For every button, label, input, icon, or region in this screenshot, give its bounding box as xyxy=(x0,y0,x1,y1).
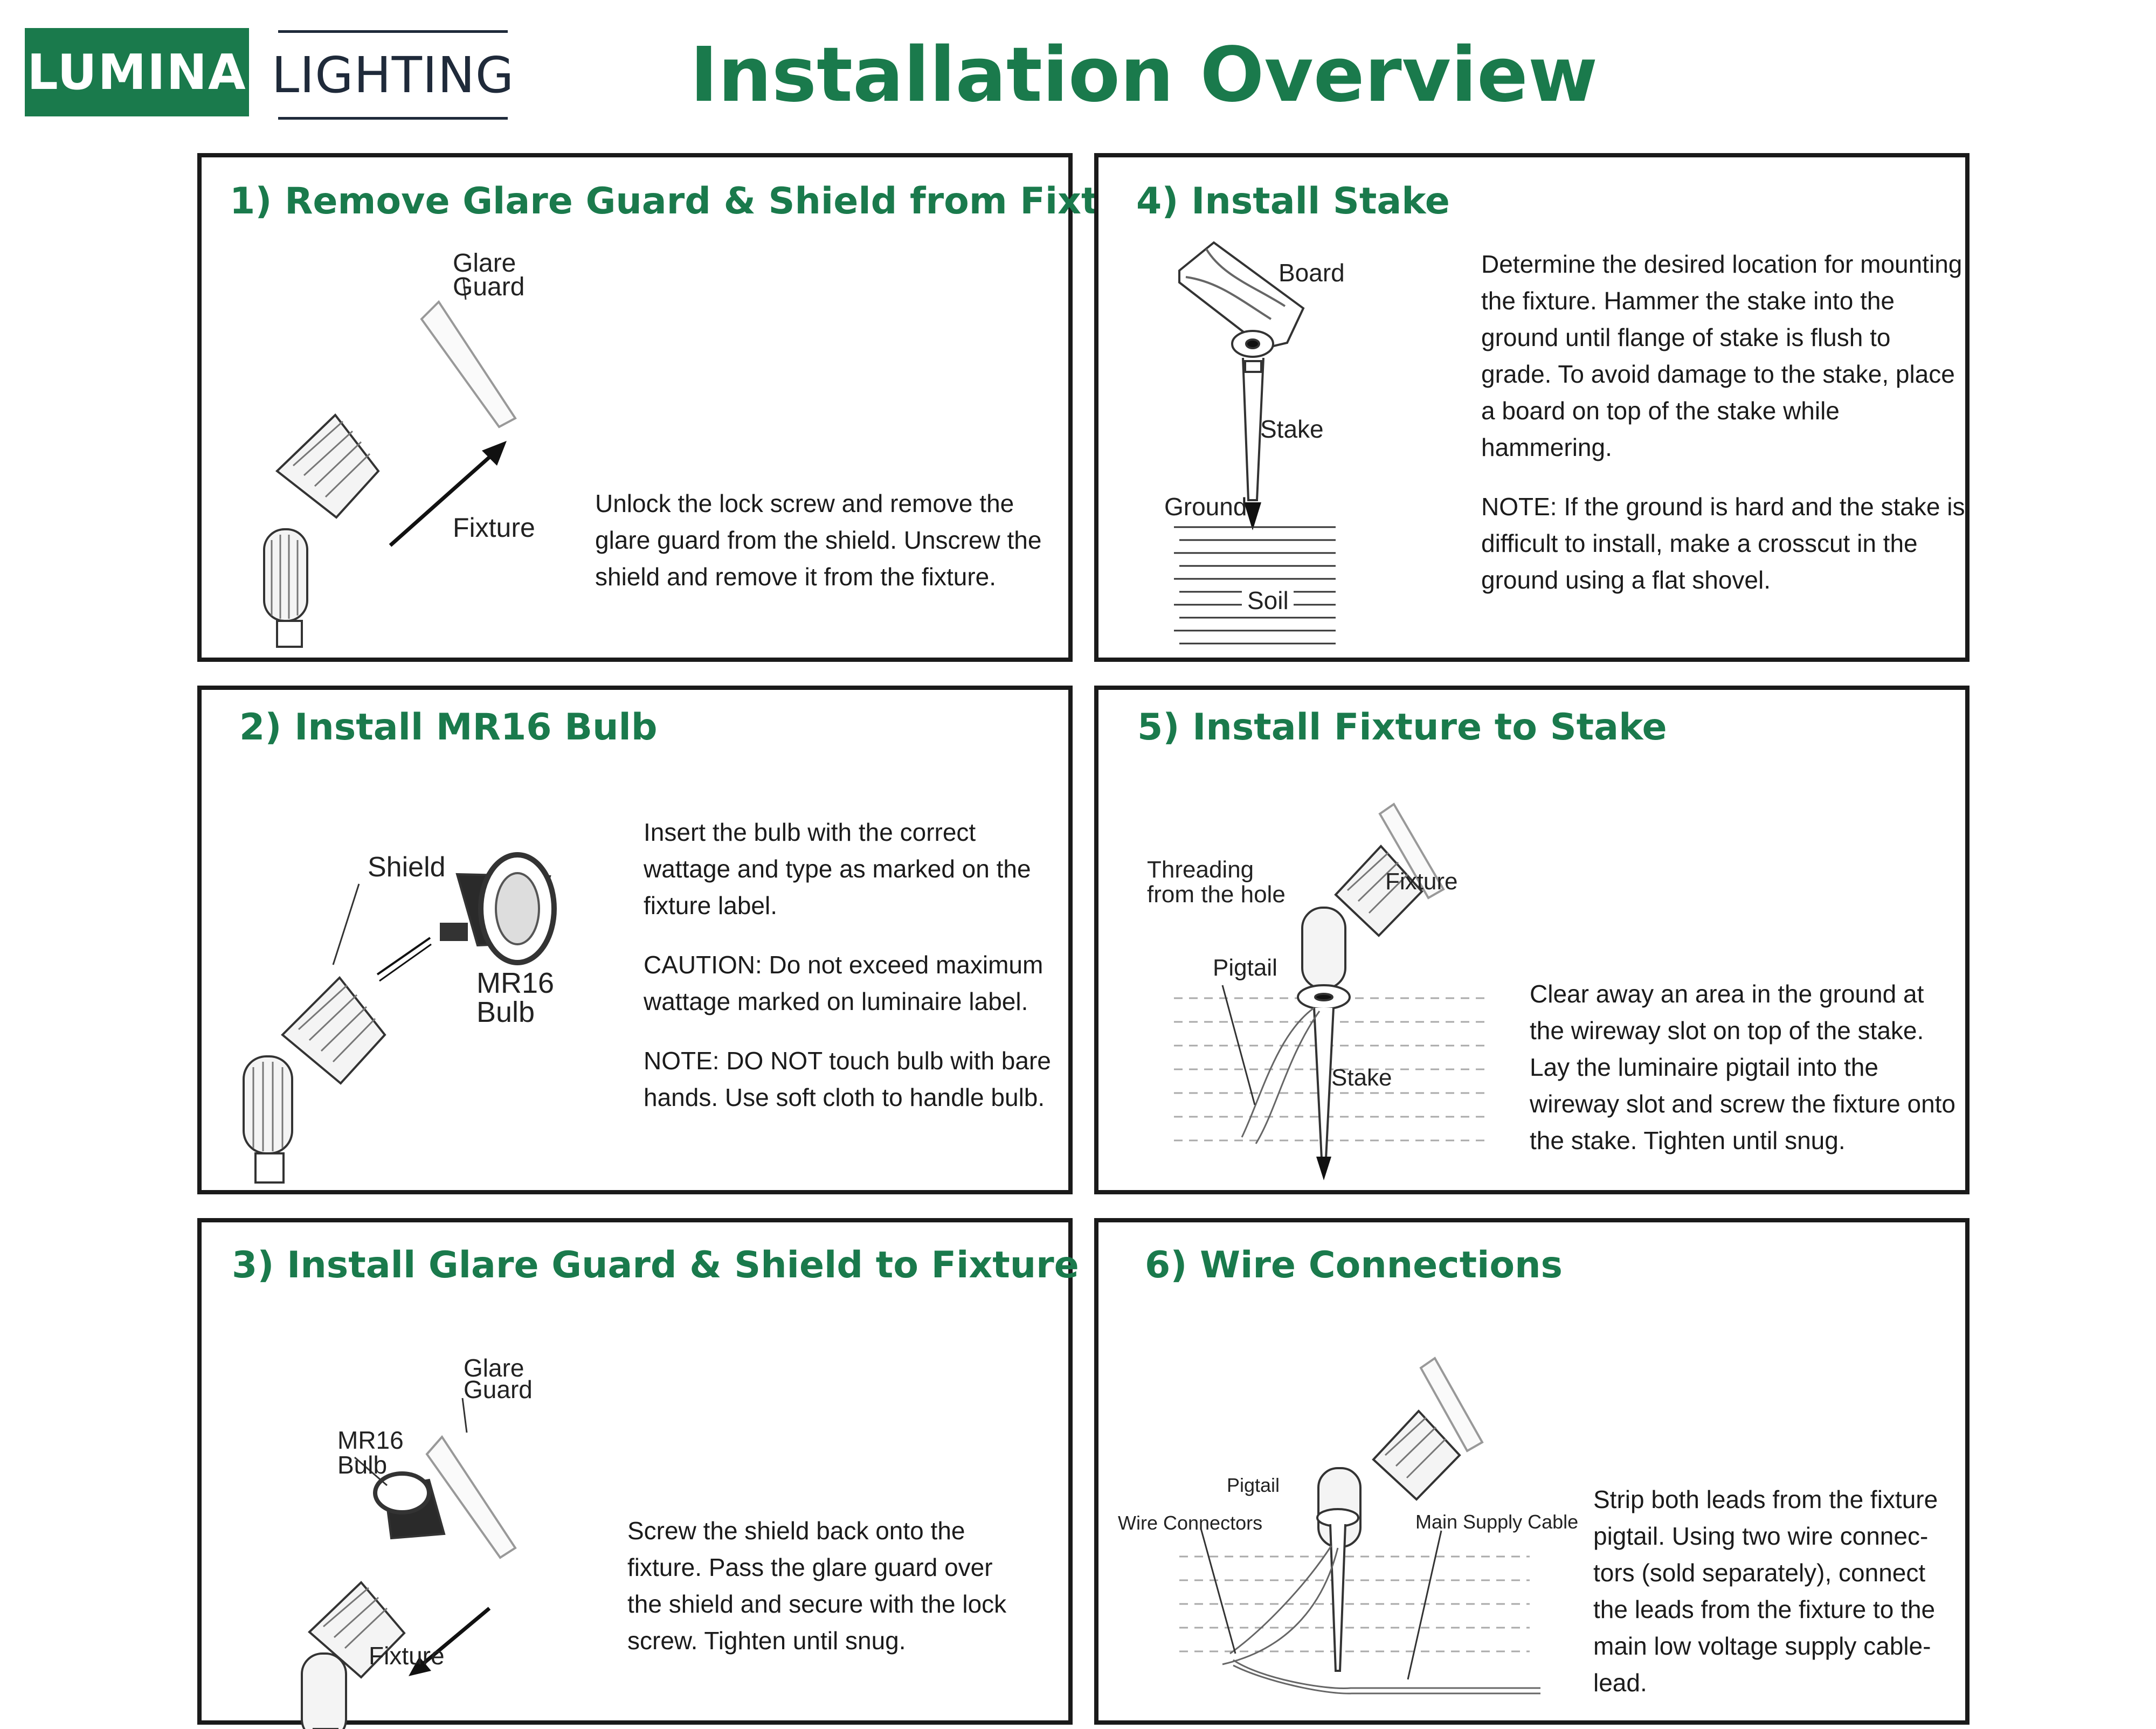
glare-label: Glare xyxy=(453,249,516,278)
bulb-label: Bulb xyxy=(476,996,535,1028)
threading-label-2: from the hole xyxy=(1147,881,1286,908)
fixture-label: Fixture xyxy=(453,513,535,543)
stake-label: Stake xyxy=(1331,1064,1392,1091)
step-3-text: Screw the shield back onto the fixture. … xyxy=(627,1517,1007,1655)
step-2-text-1: Insert the bulb with the correct wattage… xyxy=(644,818,1031,919)
shield-label: Shield xyxy=(368,852,446,883)
step-2-note: NOTE: DO NOT touch bulb with bare hands.… xyxy=(644,1047,1051,1111)
wire-connectors-label: Wire Connectors xyxy=(1118,1512,1262,1534)
glare-label: Glare xyxy=(464,1354,524,1382)
step-5-panel: 5) Install Fixture to Stake Threading fr… xyxy=(1094,686,1970,1194)
soil-label: Soil xyxy=(1247,586,1289,614)
step-1-text: Unlock the lock screw and remove the gla… xyxy=(595,489,1042,591)
step-5-illustration: Threading from the hole Fixture Pigtail … xyxy=(1147,803,1487,1180)
step-4-description: Determine the desired location for mount… xyxy=(1481,246,1966,598)
pigtail-label: Pigtail xyxy=(1213,955,1277,981)
board-label: Board xyxy=(1279,259,1345,287)
step-6-description: Strip both leads from the fixture pigtai… xyxy=(1593,1481,1965,1701)
step-6-title: 6) Wire Connections xyxy=(1145,1244,1563,1287)
fixture-label: Fixture xyxy=(1385,868,1457,895)
step-4-note: NOTE: If the ground is hard and the stak… xyxy=(1481,493,1965,594)
fixture-label: Fixture xyxy=(369,1642,445,1670)
step-1-panel: 1) Remove Glare Guard & Shield from Fixt… xyxy=(197,153,1168,662)
step-5-text: Clear away an area in the ground at the … xyxy=(1530,980,1956,1154)
step-3-panel: 3) Install Glare Guard & Shield to Fixtu… xyxy=(197,1218,1079,1729)
brand-primary: LUMINA xyxy=(27,44,247,101)
step-3-title: 3) Install Glare Guard & Shield to Fixtu… xyxy=(232,1244,1079,1287)
threading-label: Threading xyxy=(1147,856,1254,883)
step-6-panel: 6) Wire Connections Pigtail Wire Connect… xyxy=(1094,1218,1970,1725)
step-5-description: Clear away an area in the ground at the … xyxy=(1530,976,1961,1159)
step-5-title: 5) Install Fixture to Stake xyxy=(1137,706,1667,749)
step-1-title: 1) Remove Glare Guard & Shield from Fixt… xyxy=(230,180,1168,223)
stake-label: Stake xyxy=(1260,415,1324,443)
pigtail-label: Pigtail xyxy=(1227,1474,1280,1496)
step-6-illustration: Pigtail Wire Connectors Main Supply Cabl… xyxy=(1118,1357,1578,1695)
step-1-illustration: Glare Guard Fixture xyxy=(263,249,535,648)
ground-label: Ground xyxy=(1164,493,1247,521)
step-2-panel: 2) Install MR16 Bulb Shield MR16 Bulb xyxy=(197,686,1073,1194)
guard-label: Guard xyxy=(464,1375,533,1403)
step-4-text: Determine the desired location for mount… xyxy=(1481,250,1962,461)
step-6-text: Strip both leads from the fixture pigtai… xyxy=(1593,1485,1938,1697)
bulb-label: Bulb xyxy=(337,1451,387,1479)
step-2-description: Insert the bulb with the correct wattage… xyxy=(644,814,1069,1116)
page-title: Installation Overview xyxy=(690,31,1598,119)
step-2-illustration: Shield MR16 Bulb xyxy=(243,852,557,1184)
step-2-title: 2) Install MR16 Bulb xyxy=(239,706,658,749)
step-4-title: 4) Install Stake xyxy=(1136,180,1450,223)
step-2-caution: CAUTION: Do not exceed maximum wattage m… xyxy=(644,951,1044,1015)
step-3-description: Screw the shield back onto the fixture. … xyxy=(627,1512,1015,1659)
mr16-label: MR16 xyxy=(337,1426,404,1454)
step-4-panel: 4) Install Stake Board Stake Ground Soil… xyxy=(1094,153,1970,662)
brand-logo: LUMINA xyxy=(25,28,249,116)
brand-secondary: LIGHTING xyxy=(272,30,514,120)
guard-label: Guard xyxy=(453,273,524,301)
main-supply-cable-label: Main Supply Cable xyxy=(1415,1511,1578,1533)
mr16-label: MR16 xyxy=(476,967,554,999)
step-4-illustration: Board Stake Ground Soil xyxy=(1164,241,1345,645)
step-1-description: Unlock the lock screw and remove the gla… xyxy=(595,485,1059,595)
step-3-illustration: Glare Guard MR16 Bulb Fixture xyxy=(301,1354,533,1729)
